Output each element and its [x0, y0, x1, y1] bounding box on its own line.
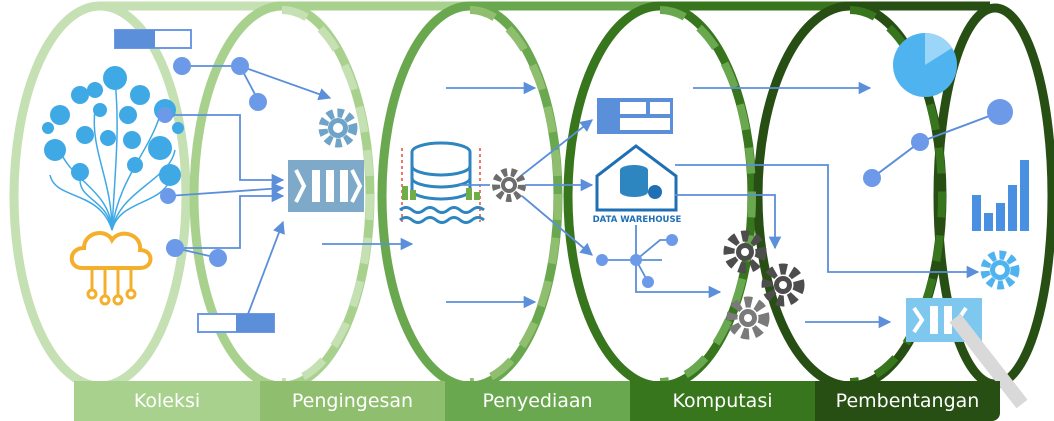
stage-label-pengingesan: Pengingesan [260, 381, 445, 421]
gear-hub-icon [460, 119, 594, 256]
watermark-stroke [949, 313, 1028, 409]
data-warehouse-label: DATA WAREHOUSE [593, 215, 682, 225]
bar-chart-icon [972, 160, 1029, 231]
dashed-back-komputasi [659, 6, 756, 386]
ingest-nodes [157, 57, 267, 267]
pie-chart-icon [893, 33, 957, 97]
gear-icon [318, 108, 358, 148]
dashed-back-penyediaan [469, 6, 562, 386]
progress-bar-top-icon [114, 29, 192, 49]
data-warehouse-icon: DATA WAREHOUSE [593, 144, 682, 225]
progress-bar-bottom-icon [197, 313, 275, 333]
dashed-back-pembentangan [849, 6, 946, 386]
iot-tree-icon [42, 66, 184, 231]
settings-gear-icon [980, 250, 1020, 290]
line-chart-icon [863, 99, 1013, 187]
stage-label-komputasi: Komputasi [630, 381, 815, 421]
stream-queue-icon [288, 160, 364, 212]
database-icon [399, 141, 485, 224]
cloud-icon [69, 231, 153, 306]
flow-arrows-penyediaan [446, 81, 537, 309]
stage-label-penyediaan: Penyediaan [445, 381, 630, 421]
compute-nodes [596, 234, 678, 288]
gears-icon [723, 230, 805, 340]
stage-label-koleksi: Koleksi [74, 381, 260, 421]
stage-label-pembentangan: Pembentangan [815, 381, 1000, 421]
dashed-back-pengingesan [281, 6, 374, 386]
cylinder-pembentangan [660, 1, 1054, 391]
output-queue-icon [906, 298, 982, 342]
table-grid-icon [597, 98, 673, 134]
